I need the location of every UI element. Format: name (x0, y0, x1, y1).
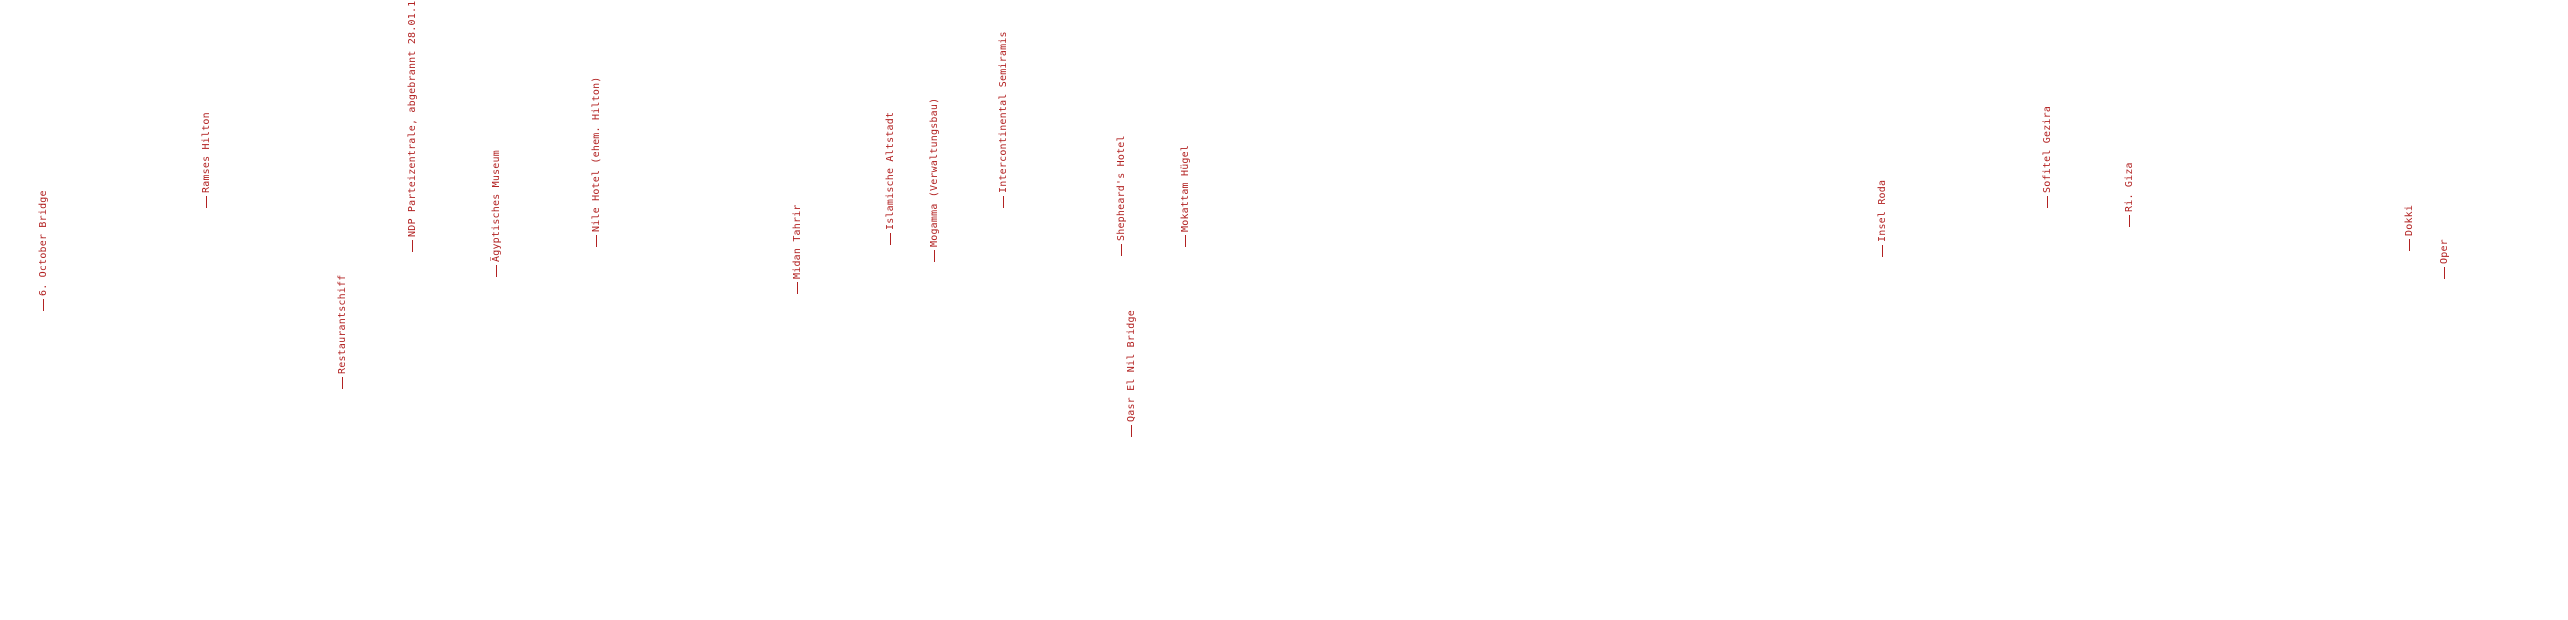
label-ramses-hilton: Ramses Hilton (201, 112, 213, 208)
leader-line (2128, 215, 2130, 227)
label-insel-roda: Insel Roda (1877, 180, 1889, 257)
leader-line (1881, 245, 1883, 257)
label-intercontinental-semiramis: Intercontinental Semiramis (998, 31, 1010, 208)
leader-line (933, 250, 935, 262)
leader-line (2443, 267, 2445, 279)
label-text: Insel Roda (1877, 179, 1888, 242)
label-text: Intercontinental Semiramis (998, 31, 1009, 193)
label-shepheards-hotel: Shepheard's Hotel (1116, 135, 1128, 256)
leader-line (42, 299, 44, 311)
label-ndp-parteizentrale: NDP Parteizentrale, abgebrannt 28.01.11 (407, 0, 419, 252)
label-mokattam-huegel: Mokattam Hügel (1180, 145, 1192, 247)
leader-line (341, 377, 343, 389)
label-nile-hotel: Nile Hotel (ehem. Hilton) (591, 76, 603, 247)
label-restaurantschiff: Restaurantschiff (337, 274, 349, 389)
label-text: 6. October Bridge (38, 190, 49, 296)
label-ri-giza: Ri. Giza (2124, 162, 2136, 227)
label-text: Qasr El Nil Bridge (1126, 310, 1137, 422)
leader-line (411, 240, 413, 252)
label-text: Ri. Giza (2124, 162, 2135, 212)
label-islamische-altstadt: Islamische Altstadt (885, 112, 897, 245)
label-text: Midan Tahrir (792, 204, 803, 279)
label-text: Dokki (2404, 204, 2415, 236)
label-6-october-bridge: 6. October Bridge (38, 190, 50, 311)
leader-line (796, 282, 798, 294)
leader-line (1130, 425, 1132, 437)
leader-line (1120, 244, 1122, 256)
leader-line (2046, 196, 2048, 208)
label-text: Sofitel Gezira (2042, 105, 2053, 193)
label-text: Islamische Altstadt (885, 111, 896, 230)
label-text: Shepheard's Hotel (1116, 135, 1127, 241)
leader-line (1184, 235, 1186, 247)
label-dokki: Dokki (2404, 205, 2416, 251)
leader-line (2408, 239, 2410, 251)
label-text: Nile Hotel (ehem. Hilton) (591, 76, 602, 232)
leader-line (1002, 196, 1004, 208)
label-midan-tahrir: Midan Tahrir (792, 204, 804, 294)
label-sofitel-gezira: Sofitel Gezira (2042, 106, 2054, 208)
label-qasr-el-nil-bridge: Qasr El Nil Bridge (1126, 310, 1138, 437)
label-text: Ramses Hilton (201, 112, 212, 193)
label-oper: Oper (2439, 239, 2451, 279)
leader-line (495, 265, 497, 277)
label-text: Mogamma (Verwaltungsbau) (929, 97, 940, 247)
leader-line (595, 235, 597, 247)
leader-line (205, 196, 207, 208)
label-text: Mokattam Hügel (1180, 144, 1191, 232)
label-mogamma: Mogamma (Verwaltungsbau) (929, 98, 941, 262)
label-text: NDP Parteizentrale, abgebrannt 28.01.11 (407, 0, 418, 237)
leader-line (889, 233, 891, 245)
label-aegyptisches-museum: Ägyptisches Museum (491, 150, 503, 277)
label-text: Restaurantschiff (337, 274, 348, 374)
label-text: Ägyptisches Museum (491, 150, 502, 262)
label-text: Oper (2439, 239, 2450, 264)
